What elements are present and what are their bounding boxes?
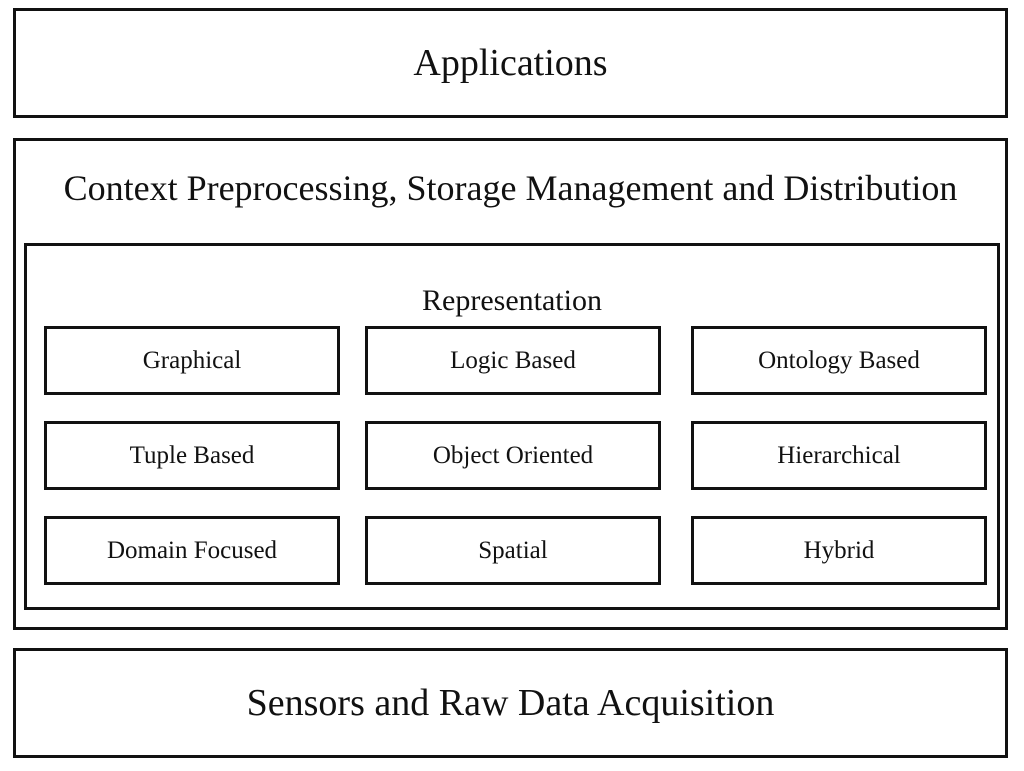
representation-item-tuple-based: Tuple Based <box>44 421 340 490</box>
representation-item-spatial: Spatial <box>365 516 661 585</box>
representation-item-graphical: Graphical <box>44 326 340 395</box>
representation-title: Representation <box>422 284 602 317</box>
representation-item-hierarchical: Hierarchical <box>691 421 987 490</box>
representation-item-object-oriented: Object Oriented <box>365 421 661 490</box>
applications-layer: Applications <box>13 8 1008 118</box>
context-preprocessing-layer: Context Preprocessing, Storage Managemen… <box>13 138 1008 630</box>
context-preprocessing-title: Context Preprocessing, Storage Managemen… <box>63 168 958 208</box>
representation-box: Representation Graphical Logic Based Ont… <box>24 243 1000 610</box>
representation-item-logic-based: Logic Based <box>365 326 661 395</box>
sensors-layer: Sensors and Raw Data Acquisition <box>13 648 1008 758</box>
representation-item-hybrid: Hybrid <box>691 516 987 585</box>
representation-item-domain-focused: Domain Focused <box>44 516 340 585</box>
representation-item-ontology-based: Ontology Based <box>691 326 987 395</box>
